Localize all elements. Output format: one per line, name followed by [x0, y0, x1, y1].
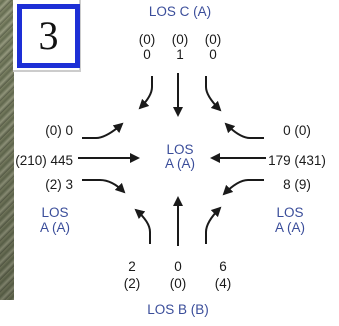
- south-right-am-volume: 6: [219, 259, 227, 274]
- intersection-number-badge: 3: [17, 4, 80, 68]
- east-left-volume: 8 (9): [283, 177, 311, 192]
- north-right-am-volume: 0: [209, 47, 217, 62]
- center-los-label: LOS: [166, 142, 193, 157]
- north-thru-pm-volume: (0): [172, 32, 189, 47]
- south-left-am-volume: 2: [128, 259, 136, 274]
- west-thru-volume: (210) 445: [15, 153, 73, 168]
- east-los-value: A (A): [275, 220, 305, 235]
- east-los-label: LOS: [276, 205, 303, 220]
- north-right-pm-volume: (0): [205, 32, 222, 47]
- east-thru-volume: 179 (431): [268, 153, 326, 168]
- north-right-arrow: [205, 76, 222, 112]
- west-left-volume: (0) 0: [45, 123, 73, 138]
- south-right-pm-volume: (4): [215, 276, 232, 291]
- east-right-volume: 0 (0): [283, 123, 311, 138]
- bottom-band: [0, 300, 339, 326]
- west-right-volume: (2) 3: [45, 177, 73, 192]
- west-los-label: LOS: [41, 205, 68, 220]
- north-left-pm-volume: (0): [139, 32, 156, 47]
- south-los-label: LOS B (B): [147, 302, 209, 317]
- south-left-arrow: [134, 208, 151, 244]
- east-right-arrow: [224, 122, 264, 139]
- south-thru-am-volume: 0: [174, 259, 182, 274]
- center-los-value: A (A): [165, 156, 195, 171]
- north-los-label: LOS C (A): [149, 4, 211, 19]
- west-los-value: A (A): [40, 220, 70, 235]
- west-right-arrow: [82, 179, 126, 194]
- south-left-pm-volume: (2): [124, 276, 141, 291]
- east-left-arrow: [222, 179, 264, 196]
- north-left-am-volume: 0: [143, 47, 151, 62]
- west-left-arrow: [82, 122, 124, 139]
- north-thru-am-volume: 1: [176, 47, 184, 62]
- north-left-arrow: [138, 76, 153, 110]
- aerial-map-strip: [0, 0, 14, 326]
- south-right-arrow: [205, 206, 222, 244]
- south-thru-pm-volume: (0): [170, 276, 187, 291]
